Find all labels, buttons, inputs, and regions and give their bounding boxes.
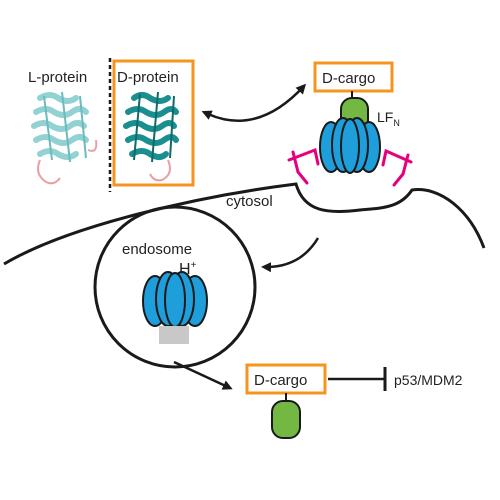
lfn-label-main: LF <box>377 109 393 125</box>
pa-pore-endosome <box>142 271 208 328</box>
d-cargo-bottom-label: D-cargo <box>254 372 307 389</box>
exchange-arrow <box>201 83 307 122</box>
receptor-right <box>381 148 413 187</box>
receptor-left <box>287 147 320 185</box>
d-cargo-top-label: D-cargo <box>322 70 375 87</box>
lfn-domain-free <box>271 400 301 439</box>
proton-label-sup: + <box>191 260 197 271</box>
receptor-stub <box>159 326 189 344</box>
release-arrow <box>173 360 233 390</box>
internalization-arrow <box>261 237 320 273</box>
lfn-label-sub: N <box>393 118 400 128</box>
l-protein-structure <box>31 91 98 185</box>
d-protein-highlight-box <box>112 59 195 187</box>
endosome-vesicle <box>93 205 257 369</box>
target-label: p53/MDM2 <box>394 372 463 388</box>
d-protein-structure <box>123 91 179 182</box>
inhibition-icon <box>328 367 387 391</box>
lfn-label: LFN <box>377 109 400 128</box>
endosome-label: endosome <box>122 241 192 258</box>
d-protein-label: D-protein <box>117 69 179 86</box>
proton-label: H+ <box>179 260 197 278</box>
pa-pore-top <box>319 117 381 174</box>
l-protein-label: L-protein <box>28 69 87 86</box>
d-cargo-top-box <box>313 61 394 93</box>
proton-label-main: H <box>179 261 191 278</box>
cell-membrane <box>3 182 486 266</box>
cytosol-label: cytosol <box>226 193 273 210</box>
